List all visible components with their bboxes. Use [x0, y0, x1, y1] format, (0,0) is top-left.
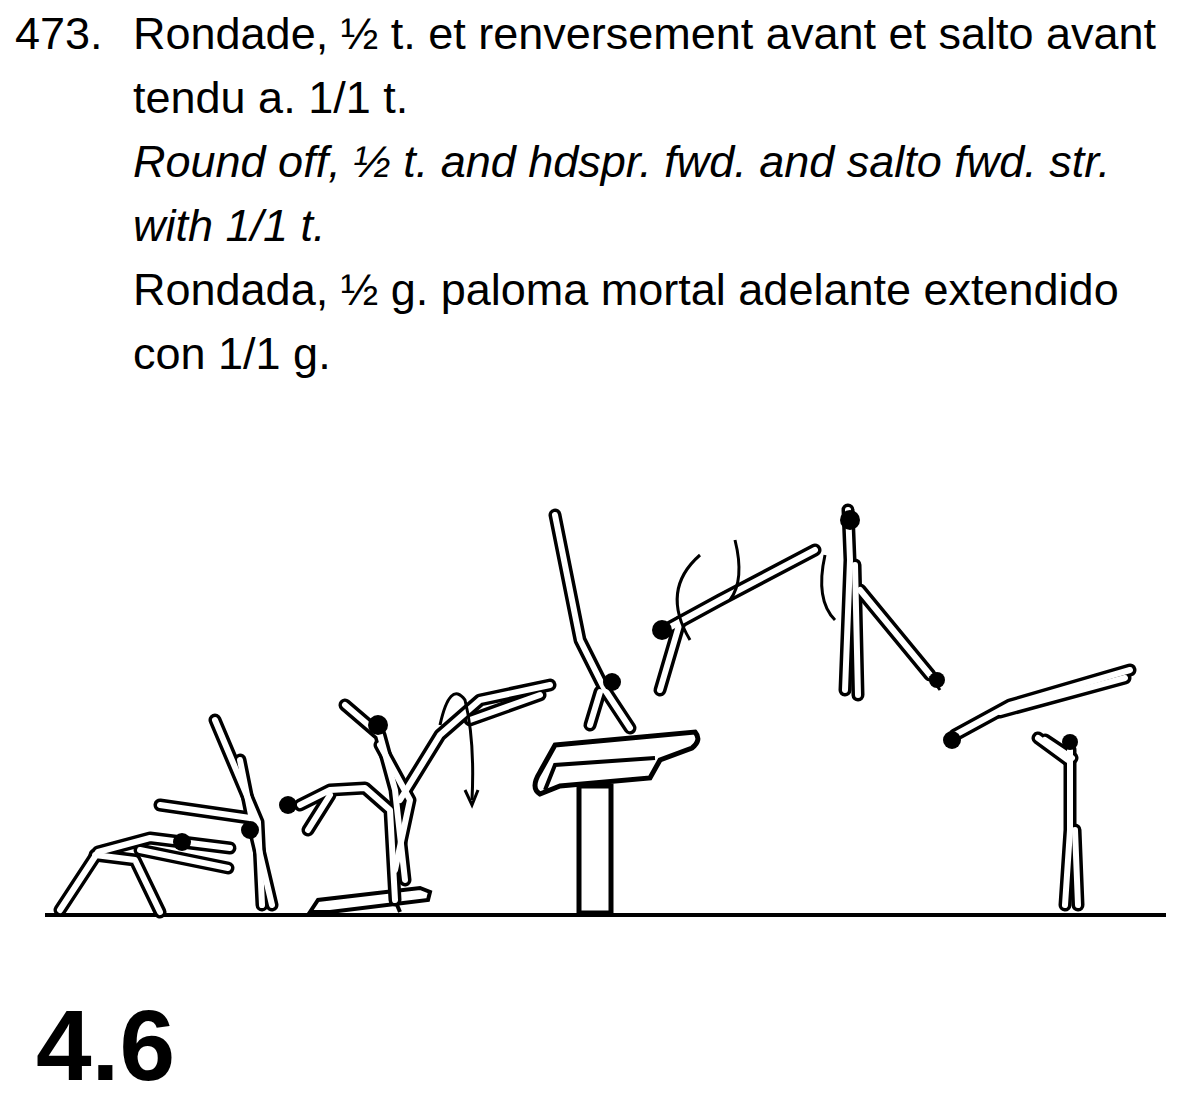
english-description: Round off, ½ t. and hdspr. fwd. and salt… — [133, 130, 1195, 258]
vault-table — [535, 732, 698, 913]
spanish-description: Rondada, ½ g. paloma mortal adelante ext… — [133, 258, 1195, 386]
rotation-arrows — [440, 540, 940, 805]
difficulty-value: 4.6 — [36, 990, 336, 1100]
item-number: 473. — [15, 2, 125, 66]
springboard — [310, 888, 430, 912]
gymnast-figures — [60, 510, 1130, 912]
french-description: Rondade, ½ t. et renversement avant et s… — [133, 2, 1195, 130]
